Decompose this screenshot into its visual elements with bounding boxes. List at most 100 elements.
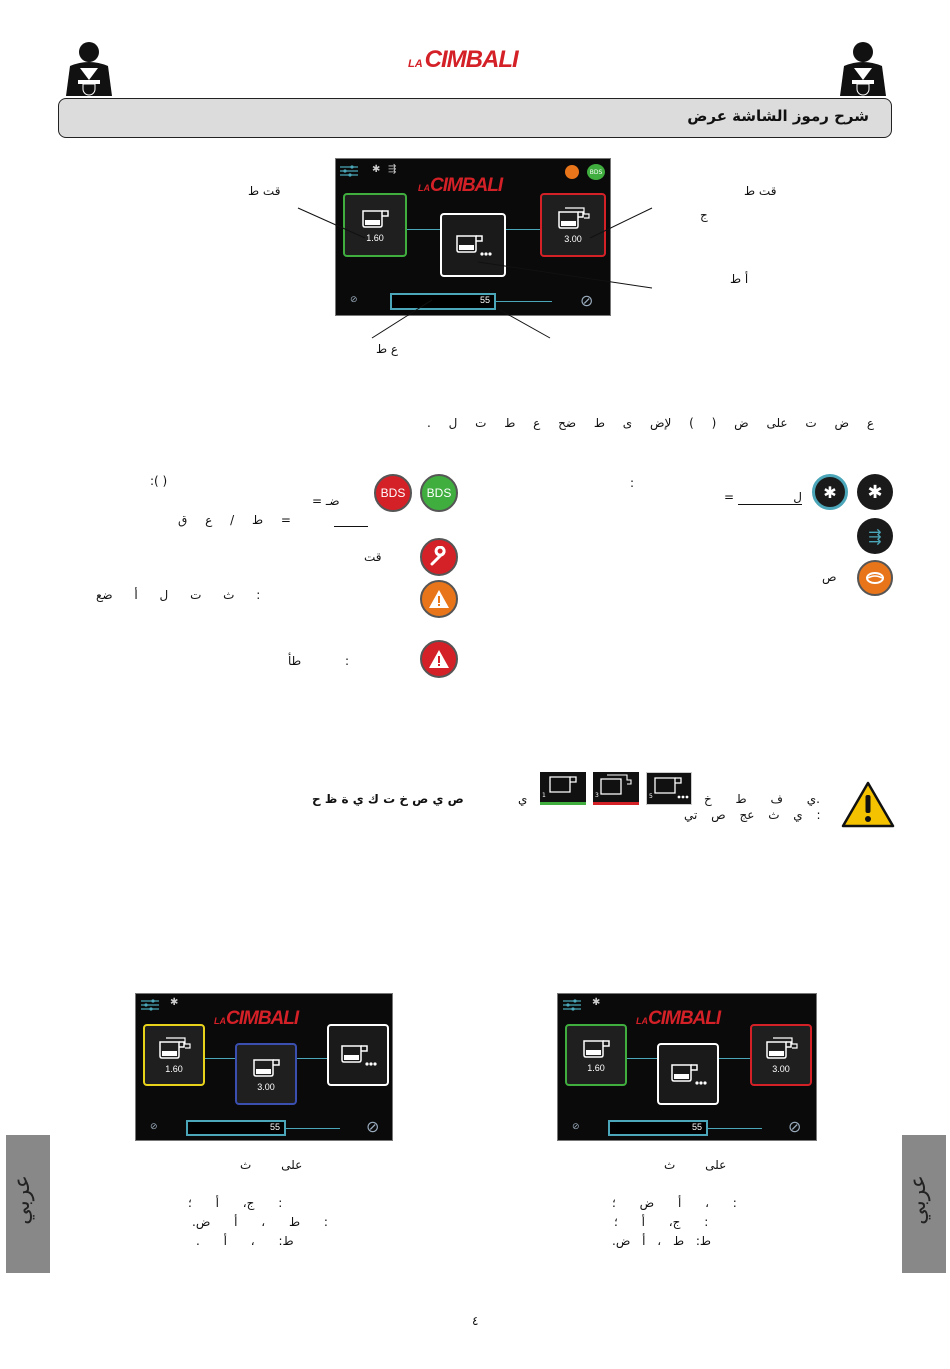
dose-button-left[interactable]: 1.60 <box>143 1024 205 1086</box>
bluetooth-icon: ✱ <box>857 474 893 510</box>
bds-line-1: ضـ = <box>312 494 340 508</box>
mini-dose-value-1: 1 <box>542 792 546 799</box>
callout-right-label-1: قت ط <box>744 184 777 198</box>
double-cup-icon <box>558 207 590 229</box>
waiter-icon-left <box>58 40 120 96</box>
temperature-slider[interactable]: 55 <box>390 293 496 310</box>
settings-icon <box>340 165 358 177</box>
no-symbol-icon-right: ⊘ <box>366 1117 380 1136</box>
mini-dose-button-3: 3 <box>593 772 639 805</box>
machine-screen-right: ✱ LA CIMBALI 1.60 3.00 55 ⊘ ⊘ <box>557 993 817 1141</box>
bluetooth-legend-text: ل <box>738 490 802 505</box>
slider-value: 55 <box>691 1122 702 1132</box>
screen-brand-logo: LA CIMBALI <box>636 1008 721 1029</box>
waiter-icon-right <box>832 40 894 96</box>
no-symbol-icon-left: ⊘ <box>572 1122 580 1132</box>
cup-more-icon <box>341 1045 377 1066</box>
slider-track-line <box>496 301 552 302</box>
dose-button-right[interactable] <box>327 1024 389 1086</box>
screen-brand-logo: LA CIMBALI <box>214 1008 299 1029</box>
panel-left-line-1: : ج، أ ؛ <box>188 1196 283 1210</box>
bds-green-badge: BDS <box>420 474 458 512</box>
dose-button-center[interactable] <box>657 1043 719 1105</box>
warning-red-text: : طأ <box>288 654 350 668</box>
wrench-legend-text: قت <box>364 550 382 564</box>
coffee-legend-text: ص <box>822 570 837 584</box>
panel-left-caption: على ث <box>240 1158 303 1172</box>
callout-right-label-3: أ ط <box>730 272 749 286</box>
warning-triangle-icon <box>841 780 895 828</box>
temperature-slider[interactable]: 55 <box>608 1120 708 1136</box>
warning-line-2: : ي ث عج ص تي <box>684 808 821 822</box>
panel-left-line-2: : ط ، أ ض. <box>192 1215 328 1229</box>
callout-lines <box>297 207 653 339</box>
cup-more-icon <box>456 235 492 256</box>
panel-right-line-2: : ج، أ ؛ <box>614 1215 709 1229</box>
language-tab-right: عربي <box>902 1135 946 1273</box>
coffee-bean-icon <box>857 560 893 596</box>
section-title: شرح رموز الشاشة عرض <box>687 107 869 125</box>
bluetooth-legend-equals: = <box>724 490 735 504</box>
cup-icon <box>253 1059 280 1077</box>
dose-button-right[interactable]: 3.00 <box>540 193 606 257</box>
dose-button-left[interactable]: 1.60 <box>343 193 407 257</box>
warning-line-1-left: ص ي ص خ ت ك ي ة ظ ح <box>312 792 464 806</box>
slider-track-line <box>286 1128 340 1129</box>
bds-line-2: = ط / ع ق <box>178 513 291 527</box>
machine-screen-main: ✱ ⇶ LA CIMBALI BDS 1.60 3.00 55 ⊘ ⊘ <box>335 158 611 316</box>
panel-left-line-3: ط: ، أ . <box>196 1234 294 1248</box>
dose-button-center[interactable] <box>440 213 506 277</box>
cup-more-icon <box>671 1064 707 1085</box>
bds-heading: :( ) <box>150 474 168 488</box>
bluetooth-active-icon: ✱ <box>812 474 848 510</box>
dose-value-left: 1.60 <box>366 233 384 243</box>
warning-line-1-mid: ي <box>518 792 528 806</box>
coffee-status-icon <box>565 165 579 179</box>
machine-screen-left: ✱ LA CIMBALI 1.60 3.00 55 ⊘ ⊘ <box>135 993 393 1141</box>
cup-icon <box>583 1040 610 1058</box>
dose-value-left: 1.60 <box>587 1063 605 1073</box>
callout-bottom-label: ع ط <box>376 342 399 356</box>
slider-value: 55 <box>269 1122 280 1132</box>
page-number: ٤ <box>472 1314 479 1328</box>
mini-dose-value-5: 5 <box>649 793 653 800</box>
mini-dose-value-3: 3 <box>595 792 599 799</box>
double-cup-icon <box>159 1037 191 1059</box>
no-symbol-icon-left: ⊘ <box>350 295 358 305</box>
dose-value-left: 1.60 <box>165 1064 183 1074</box>
panel-right-line-3: ط: ط ، أ ض. <box>612 1234 712 1248</box>
slider-value: 55 <box>479 295 490 305</box>
slider-track-line <box>708 1128 762 1129</box>
no-symbol-icon-right: ⊘ <box>788 1117 802 1136</box>
panel-right-line-1: : ، أ ض ؛ <box>612 1196 737 1210</box>
dose-button-center[interactable]: 3.00 <box>235 1043 297 1105</box>
usb-icon: ⇶ <box>857 518 893 554</box>
bds-badge: BDS <box>587 164 605 180</box>
screen-brand-logo: LA CIMBALI <box>418 175 503 196</box>
cup-icon <box>362 210 389 228</box>
settings-icon <box>563 999 581 1011</box>
legend-right-colon: : <box>630 476 635 490</box>
no-symbol-icon-left: ⊘ <box>150 1122 158 1132</box>
no-symbol-icon-right: ⊘ <box>580 291 594 310</box>
bluetooth-icon: ✱ <box>592 997 601 1008</box>
double-cup-icon <box>766 1037 798 1059</box>
callout-right-label-2: ج <box>700 208 708 222</box>
usb-icon: ⇶ <box>388 164 397 175</box>
temperature-slider[interactable]: 55 <box>186 1120 286 1136</box>
bluetooth-icon: ✱ <box>170 997 179 1008</box>
dose-button-right[interactable]: 3.00 <box>750 1024 812 1086</box>
dose-button-left[interactable]: 1.60 <box>565 1024 627 1086</box>
settings-icon <box>141 999 159 1011</box>
bds-red-badge: BDS <box>374 474 412 512</box>
warning-red-icon <box>420 640 458 678</box>
language-tab-left: عربي <box>6 1135 50 1273</box>
mini-dose-button-1: 1 <box>540 772 586 805</box>
description-note: ع ض ت على ض ( ) لإض ى ط ضح ع ط ت ل . <box>426 416 874 430</box>
dose-value-right: 3.00 <box>564 234 582 244</box>
callout-left-label: قت ط <box>248 184 281 198</box>
section-banner: شرح رموز الشاشة عرض <box>58 98 892 138</box>
dose-value-center: 3.00 <box>257 1082 275 1092</box>
bds-underline <box>334 526 368 527</box>
dose-value-right: 3.00 <box>772 1064 790 1074</box>
